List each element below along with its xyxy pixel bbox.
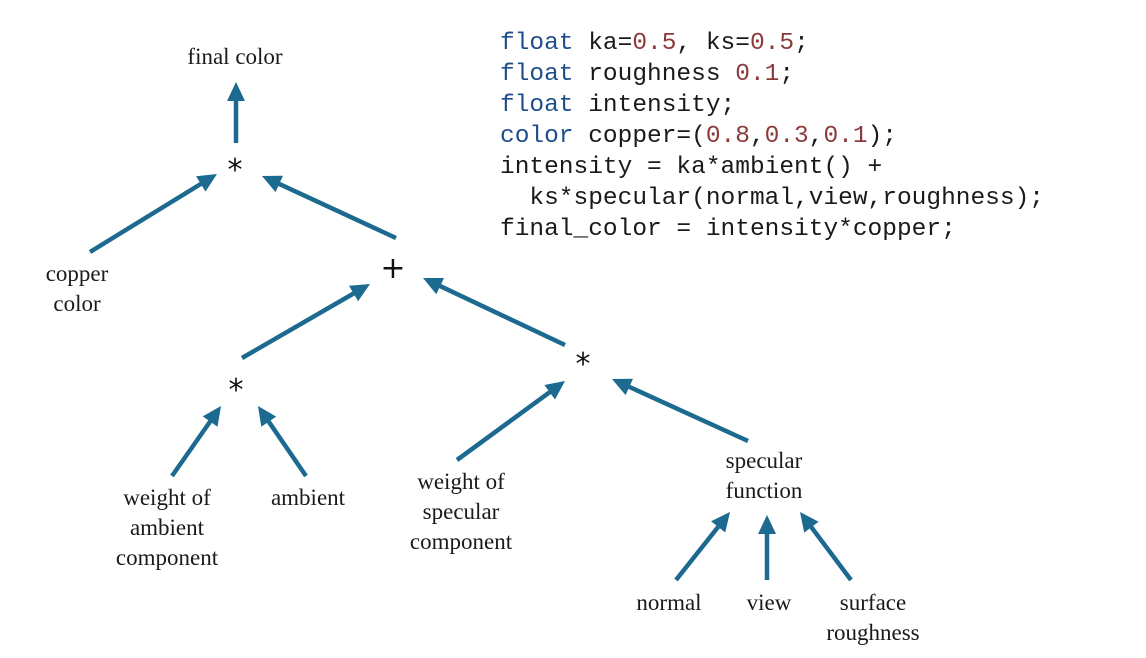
- arrow-shaft: [265, 417, 308, 478]
- code-line: float roughness 0.1;: [500, 59, 1044, 90]
- code-line: ks*specular(normal,view,roughness);: [500, 183, 1044, 214]
- code-line: float intensity;: [500, 90, 1044, 121]
- code-text: ;: [794, 30, 809, 57]
- code-line: float ka=0.5, ks=0.5;: [500, 28, 1044, 59]
- code-text: ka=: [573, 30, 633, 57]
- code-text: ;: [779, 61, 795, 88]
- arrow-head: [711, 512, 730, 533]
- operator-multiply-top: *: [227, 153, 243, 188]
- code-keyword: color: [500, 123, 574, 150]
- arrow-head: [423, 278, 444, 295]
- arrow-roughness-to-specfunc: [800, 512, 853, 582]
- code-text: intensity;: [573, 92, 736, 119]
- code-keyword: float: [500, 61, 574, 88]
- operator-multiply-specular: *: [575, 347, 591, 382]
- arrow-head: [544, 381, 565, 400]
- operator-add: +: [380, 251, 406, 286]
- arrow-shaft: [455, 388, 554, 462]
- code-text: , ks=: [676, 30, 750, 57]
- arrow-weightamb-to-mulamb: [170, 406, 221, 478]
- arrow-view-to-specfunc: [758, 515, 776, 580]
- arrow-ambient-to-mulamb: [258, 406, 308, 478]
- code-text: ,: [808, 123, 824, 150]
- arrow-normal-to-specfunc: [674, 512, 730, 582]
- code-text: roughness: [573, 61, 736, 88]
- code-text: ks*specular(normal,view,roughness);: [500, 185, 1044, 212]
- label-ambient: ambient: [270, 485, 346, 510]
- label-copper-color: copper color: [45, 261, 109, 316]
- arrow-weightspec-to-mulspec: [455, 381, 565, 462]
- arrow-plus-to-top: [262, 175, 397, 241]
- code-text: final_color = intensity*copper;: [500, 216, 956, 243]
- arrow-head: [612, 378, 633, 396]
- label-final-color: final color: [187, 44, 283, 69]
- arrow-mulspec-to-plus: [423, 278, 566, 348]
- arrow-shaft: [240, 290, 358, 360]
- arrow-head: [758, 515, 776, 534]
- code-text: copper=(: [573, 123, 706, 150]
- code-number: 0.8: [705, 123, 750, 150]
- code-number: 0.5: [632, 30, 677, 57]
- arrow-specfunc-to-mulspec: [612, 378, 749, 444]
- arrow-copper-to-top: [88, 174, 217, 254]
- label-specular-function: specular function: [725, 448, 803, 503]
- code-number: 0.1: [823, 123, 868, 150]
- arrow-to-final-color: [227, 82, 245, 143]
- code-text: intensity = ka*ambient() +: [500, 154, 883, 181]
- code-number: 0.5: [749, 30, 795, 57]
- arrow-shaft: [88, 180, 205, 254]
- code-keyword: float: [500, 30, 574, 57]
- code-line: intensity = ka*ambient() +: [500, 152, 1044, 183]
- code-number: 0.3: [764, 123, 809, 150]
- arrow-head: [196, 174, 217, 192]
- arrow-head: [202, 406, 221, 427]
- arrow-shaft: [436, 282, 566, 348]
- arrow-shaft: [625, 383, 749, 444]
- label-surface-roughness: surface roughness: [826, 590, 920, 645]
- code-line: final_color = intensity*copper;: [500, 214, 1044, 245]
- arrow-shaft: [170, 417, 214, 478]
- arrow-head: [262, 175, 283, 193]
- label-weight-specular: weight of specular component: [409, 469, 513, 554]
- arrow-head: [227, 82, 245, 101]
- arrow-head: [258, 406, 277, 427]
- arrow-shaft: [807, 523, 853, 582]
- arrow-head: [800, 512, 819, 533]
- code-keyword: float: [500, 92, 574, 119]
- shader-code-block: float ka=0.5, ks=0.5;float roughness 0.1…: [500, 28, 1044, 245]
- code-number: 0.1: [735, 61, 780, 88]
- arrow-head: [349, 284, 370, 302]
- arrow-shaft: [275, 180, 397, 241]
- arrow-shaft: [674, 523, 722, 582]
- arrow-mulamb-to-plus: [240, 284, 370, 360]
- code-line: color copper=(0.8,0.3,0.1);: [500, 121, 1044, 152]
- label-weight-ambient: weight of ambient component: [115, 485, 219, 570]
- label-view: view: [746, 590, 792, 615]
- code-text: ,: [749, 123, 765, 150]
- label-normal: normal: [636, 590, 702, 615]
- operator-multiply-ambient: *: [228, 373, 244, 408]
- code-text: );: [867, 123, 897, 150]
